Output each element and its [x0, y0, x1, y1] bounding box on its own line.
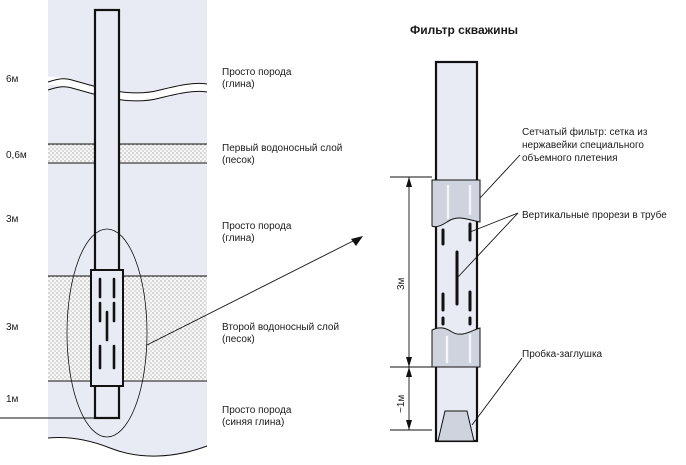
mesh-band-bottom [431, 327, 481, 368]
layer-label-aquifer-1-sub: (песок) [222, 155, 255, 166]
plug [437, 410, 475, 442]
layer-label-blue-clay: Просто порода [222, 405, 292, 416]
ground-column [0, 0, 208, 465]
depth-label-3m-clay: 3м [6, 214, 19, 225]
second-aquifer-layer [48, 276, 207, 381]
layer-label-clay-top-sub: (глина) [222, 79, 255, 90]
depth-label-6m: 6м [6, 74, 19, 85]
layer-label-aquifer-2-sub: (песок) [222, 334, 255, 345]
dim-label-3m: 3м [396, 277, 407, 290]
layer-label-blue-clay-sub: (синяя глина) [222, 417, 284, 428]
layer-label-aquifer-1: Первый водоносный слой [222, 143, 342, 154]
mesh-label-line2: нержавейки специального [522, 140, 644, 151]
detail-arrow-head [351, 236, 363, 246]
dimension-lines [390, 176, 432, 431]
layer-label-clay-mid-sub: (глина) [222, 233, 255, 244]
depth-label-0-6m: 0,6м [6, 150, 27, 161]
dim-label-1m: ~1м [396, 395, 407, 413]
filter-slots [441, 222, 472, 326]
depth-label-3m-sand: 3м [6, 322, 19, 333]
well-pipe [90, 8, 124, 420]
layer-label-clay-mid: Просто порода [222, 221, 292, 232]
callout-leaders [457, 154, 523, 426]
mesh-band-top [431, 179, 481, 228]
plug-label: Пробка-заглушка [522, 348, 603, 360]
dimension-arrowheads [406, 177, 412, 430]
layer-label-clay-top: Просто порода [222, 67, 292, 78]
detail-arrow [146, 239, 356, 346]
layer-label-aquifer-2: Второй водоносный слой [222, 322, 339, 333]
filter-pipe-detail [431, 60, 481, 443]
pipe-slots [98, 277, 116, 370]
highlight-ellipse [66, 228, 148, 438]
first-aquifer-layer [48, 144, 207, 163]
filter-title: Фильтр скважины [410, 23, 518, 37]
slots-label: Вертикальные прорези в трубе [522, 209, 667, 221]
mesh-label-line3: объемного плетения [522, 152, 618, 164]
depth-label-1m: 1м [6, 394, 19, 405]
mesh-label-line1: Сетчатый фильтр: сетка из [522, 126, 648, 138]
break-line-bottom [48, 437, 207, 465]
